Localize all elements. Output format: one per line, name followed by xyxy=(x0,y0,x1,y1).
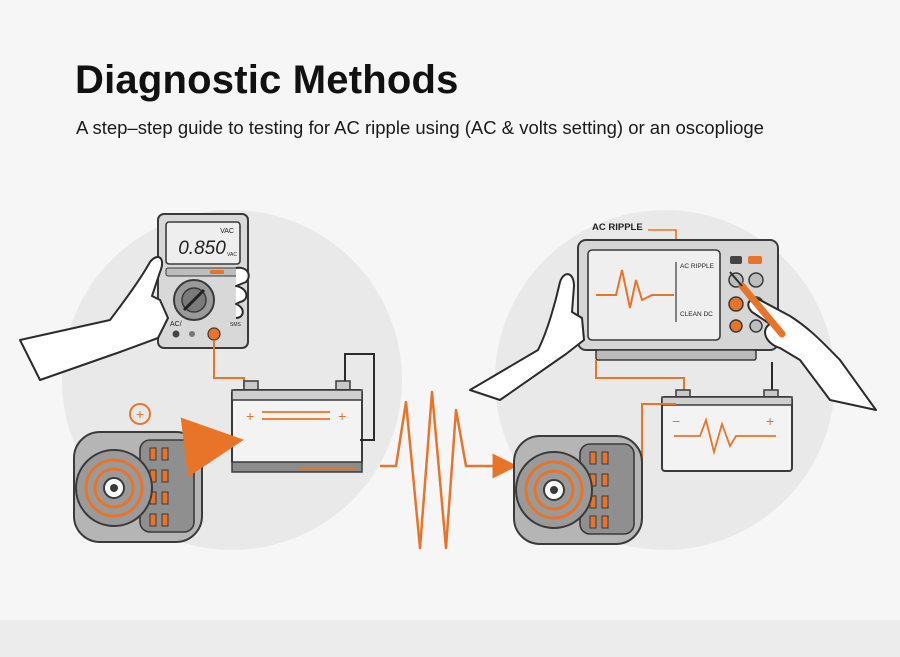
multimeter-port-left: AC/ xyxy=(170,321,182,328)
battery-cable xyxy=(344,353,375,441)
alternator-plus-symbol: + xyxy=(136,406,144,422)
alternator-icon: + xyxy=(73,403,203,543)
page-title: Diagnostic Methods xyxy=(75,58,459,102)
arrow-icon xyxy=(180,417,244,477)
probe-icon xyxy=(729,271,786,338)
screen-label-clean-dc: CLEAN DC xyxy=(680,311,713,318)
waveform-icon xyxy=(380,390,496,550)
battery-icon: − + xyxy=(661,389,793,472)
oscilloscope-callout: AC RIPPLE xyxy=(592,222,643,233)
footer-band xyxy=(0,620,900,657)
multimeter-small-unit: VAC xyxy=(227,252,237,258)
hand-icon xyxy=(19,256,250,381)
multimeter-reading: 0.850 xyxy=(178,238,226,259)
battery-minus: − xyxy=(672,413,680,429)
battery-plus-right: + xyxy=(338,408,346,424)
battery-plus-left: + xyxy=(246,408,254,424)
hand-icon xyxy=(469,273,585,401)
multimeter-unit-label: VAC xyxy=(220,228,234,235)
alternator-icon xyxy=(513,435,643,545)
page-subtitle: A step–step guide to testing for AC ripp… xyxy=(76,117,764,138)
oscilloscope-icon: AC RIPPLE CLEAN DC xyxy=(577,239,779,361)
battery-icon: + + xyxy=(231,380,363,473)
battery-plus: + xyxy=(766,413,774,429)
multimeter-port-right: SMS xyxy=(230,322,242,328)
screen-label-ac-ripple: AC RIPPLE xyxy=(680,263,715,270)
multimeter-icon: VAC 0.850 VAC AC/ SMS xyxy=(157,213,249,349)
